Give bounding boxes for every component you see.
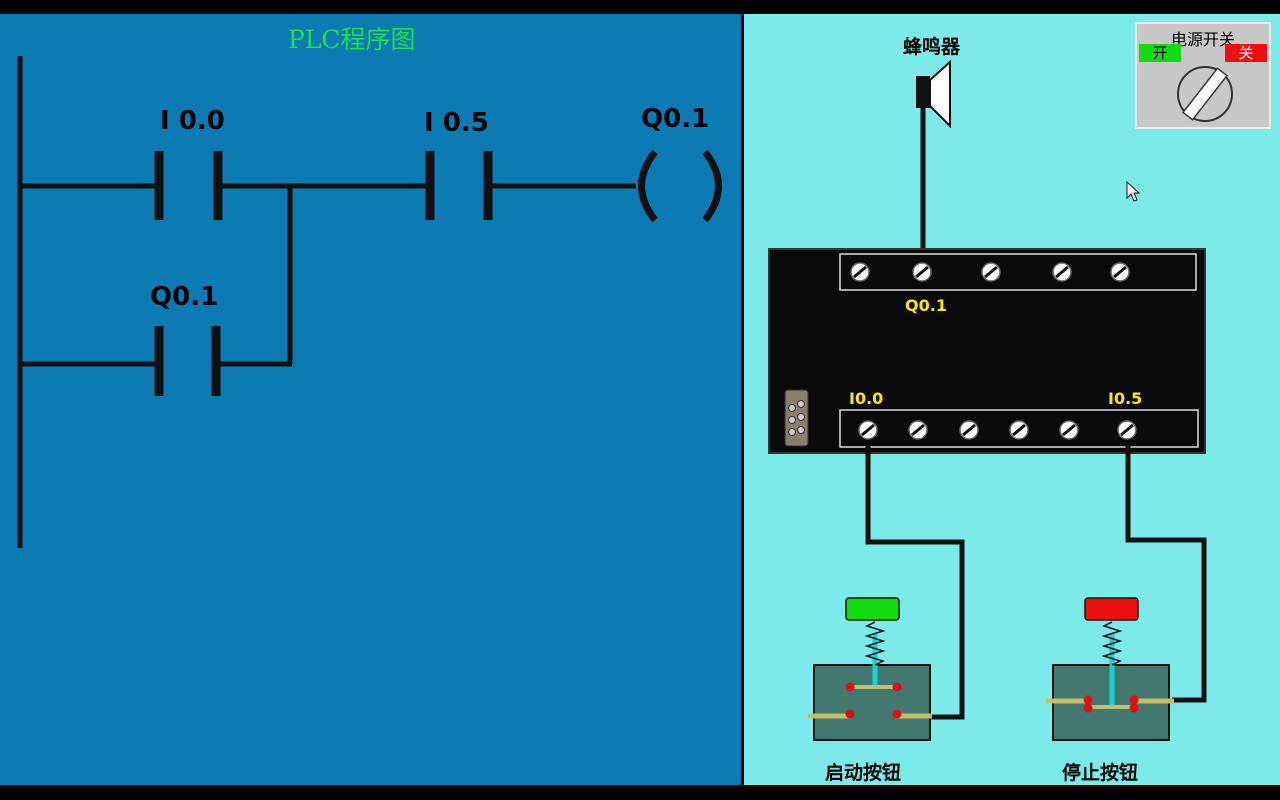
terminal-screw — [858, 420, 878, 440]
power-switch[interactable]: 电源开关 开 关 — [1135, 22, 1271, 129]
contact-i05-label: I 0.5 — [424, 108, 489, 138]
output-terminal-q01-label: Q0.1 — [905, 296, 947, 315]
start-button-wire — [865, 444, 965, 720]
stop-button-label: 停止按钮 — [1062, 762, 1139, 784]
contact-q01-label: Q0.1 — [150, 282, 219, 312]
power-switch-title: 电源开关 — [1170, 30, 1235, 49]
stop-button-wire — [1125, 444, 1207, 703]
buzzer-label: 蜂鸣器 — [903, 36, 961, 58]
stop-button[interactable] — [1046, 597, 1174, 741]
input-terminal-i00-label: I0.0 — [849, 389, 884, 408]
coil-q01-left-arc — [638, 149, 658, 223]
stop-button-cap — [1084, 597, 1139, 621]
terminal-screw — [1009, 420, 1029, 440]
coil-q01-right-arc — [702, 149, 722, 223]
start-button[interactable] — [808, 597, 932, 741]
buzzer[interactable] — [916, 59, 951, 129]
simulation-canvas — [768, 59, 1207, 741]
power-on-button[interactable]: 开 — [1139, 44, 1181, 62]
input-terminal-i05-label: I0.5 — [1108, 389, 1143, 408]
terminal-screw — [850, 262, 870, 282]
terminal-screw — [912, 262, 932, 282]
contact-i00-label: I 0.0 — [160, 106, 225, 136]
terminal-screw — [908, 420, 928, 440]
terminal-screw — [1059, 420, 1079, 440]
power-off-button[interactable]: 关 — [1225, 44, 1267, 62]
terminal-screw — [959, 420, 979, 440]
terminal-screw — [1052, 262, 1072, 282]
coil-q01-label: Q0.1 — [641, 104, 710, 134]
start-button-label: 启动按钮 — [825, 762, 902, 784]
ladder-title: PLC程序图 — [288, 25, 416, 54]
start-button-cap — [845, 597, 900, 621]
plc-port — [784, 389, 809, 447]
ladder-diagram-panel: PLC程序图 I 0.0 I 0.5 Q0.1 Q0.1 — [0, 14, 741, 785]
mouse-cursor-icon — [1126, 181, 1141, 202]
ladder-diagram — [17, 56, 722, 548]
power-switch-knob[interactable] — [1173, 62, 1237, 126]
terminal-screw — [1110, 262, 1130, 282]
terminal-screw — [981, 262, 1001, 282]
output-terminal-strip — [839, 253, 1197, 291]
terminal-screw — [1117, 420, 1137, 440]
simulation-panel: 蜂鸣器 Q0.1 I0.0 I0.5 启动按钮 停止按钮 电源开关 开 关 — [744, 14, 1280, 785]
